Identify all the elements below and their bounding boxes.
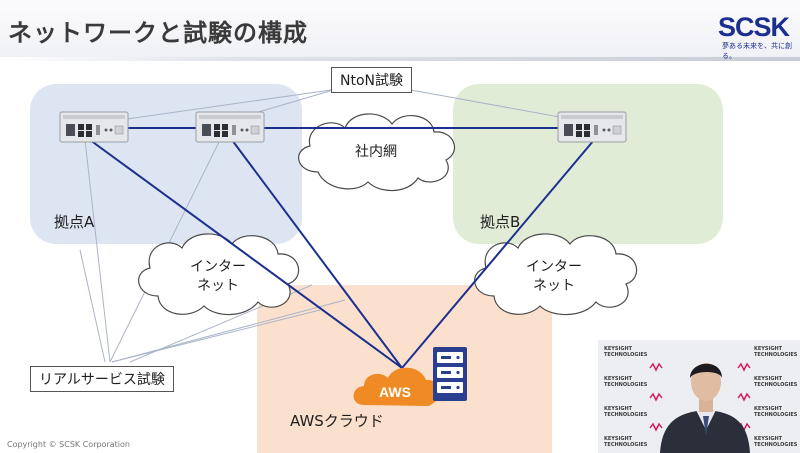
internet-left-line-1: インター [190,259,246,275]
internet-left-label: インター ネット [182,258,254,296]
svg-text:KEYSIGHT: KEYSIGHT [604,346,633,352]
svg-text:TECHNOLOGIES: TECHNOLOGIES [604,382,648,388]
server-icon [433,347,467,401]
svg-text:TECHNOLOGIES: TECHNOLOGIES [754,382,798,388]
internet-right-line-1: インター [526,259,582,275]
svg-text:KEYSIGHT: KEYSIGHT [754,406,783,412]
header-rule [0,57,800,61]
aws-cloud-icon [353,367,440,406]
slide-header [0,0,800,58]
internet-right-cloud [474,233,638,316]
site-b-zone [453,84,723,244]
aws-cloud-label: AWSクラウド [290,412,384,430]
internet-right-label: インター ネット [518,258,590,296]
callout-line [84,139,111,363]
site-a-zone [30,84,302,244]
internet-right-line-2: ネット [533,278,575,294]
network-device-site-b [557,111,627,143]
internet-left-cloud [138,233,300,316]
svg-text:KEYSIGHT: KEYSIGHT [604,406,633,412]
site-a-label: 拠点A [54,213,95,231]
scsk-tagline: 夢ある未来を、共に創る。 [722,42,792,60]
callout-line [119,87,346,121]
network-links [89,127,595,369]
svg-text:KEYSIGHT: KEYSIGHT [754,376,783,382]
network-device-site-a-1 [59,111,129,143]
aws-badge-text: AWS [379,384,411,400]
callout-line [111,299,346,363]
site-b-label: 拠点B [480,213,521,231]
svg-text:KEYSIGHT: KEYSIGHT [604,376,633,382]
network-device-site-a-2 [195,111,265,143]
svg-text:TECHNOLOGIES: TECHNOLOGIES [604,352,648,358]
slide-title: ネットワークと試験の構成 [8,19,308,47]
callout-line [79,249,106,363]
svg-text:KEYSIGHT: KEYSIGHT [754,346,783,352]
svg-text:KEYSIGHT: KEYSIGHT [754,436,783,442]
scsk-logo: SCSK [718,12,790,42]
corporate-network-label: 社内網 [355,144,397,160]
copyright-text: Copyright © SCSK Corporation [7,440,130,449]
corporate-network-cloud [298,113,456,192]
internet-link-site-a-device-2 [231,139,403,369]
internet-link-site-a-device-1 [89,139,403,369]
callout-line [111,309,321,363]
nton-test-label: NtoN試験 [331,67,412,93]
svg-text:TECHNOLOGIES: TECHNOLOGIES [754,352,798,358]
internet-left-line-2: ネット [197,278,239,294]
svg-text:KEYSIGHT: KEYSIGHT [604,436,633,442]
svg-text:TECHNOLOGIES: TECHNOLOGIES [604,412,648,418]
svg-text:TECHNOLOGIES: TECHNOLOGIES [604,442,648,448]
callout-line [399,87,566,119]
real-service-test-label: リアルサービス試験 [30,366,174,392]
svg-text:TECHNOLOGIES: TECHNOLOGIES [754,442,798,448]
svg-text:TECHNOLOGIES: TECHNOLOGIES [754,412,798,418]
internet-link-site-b-device [401,139,595,369]
